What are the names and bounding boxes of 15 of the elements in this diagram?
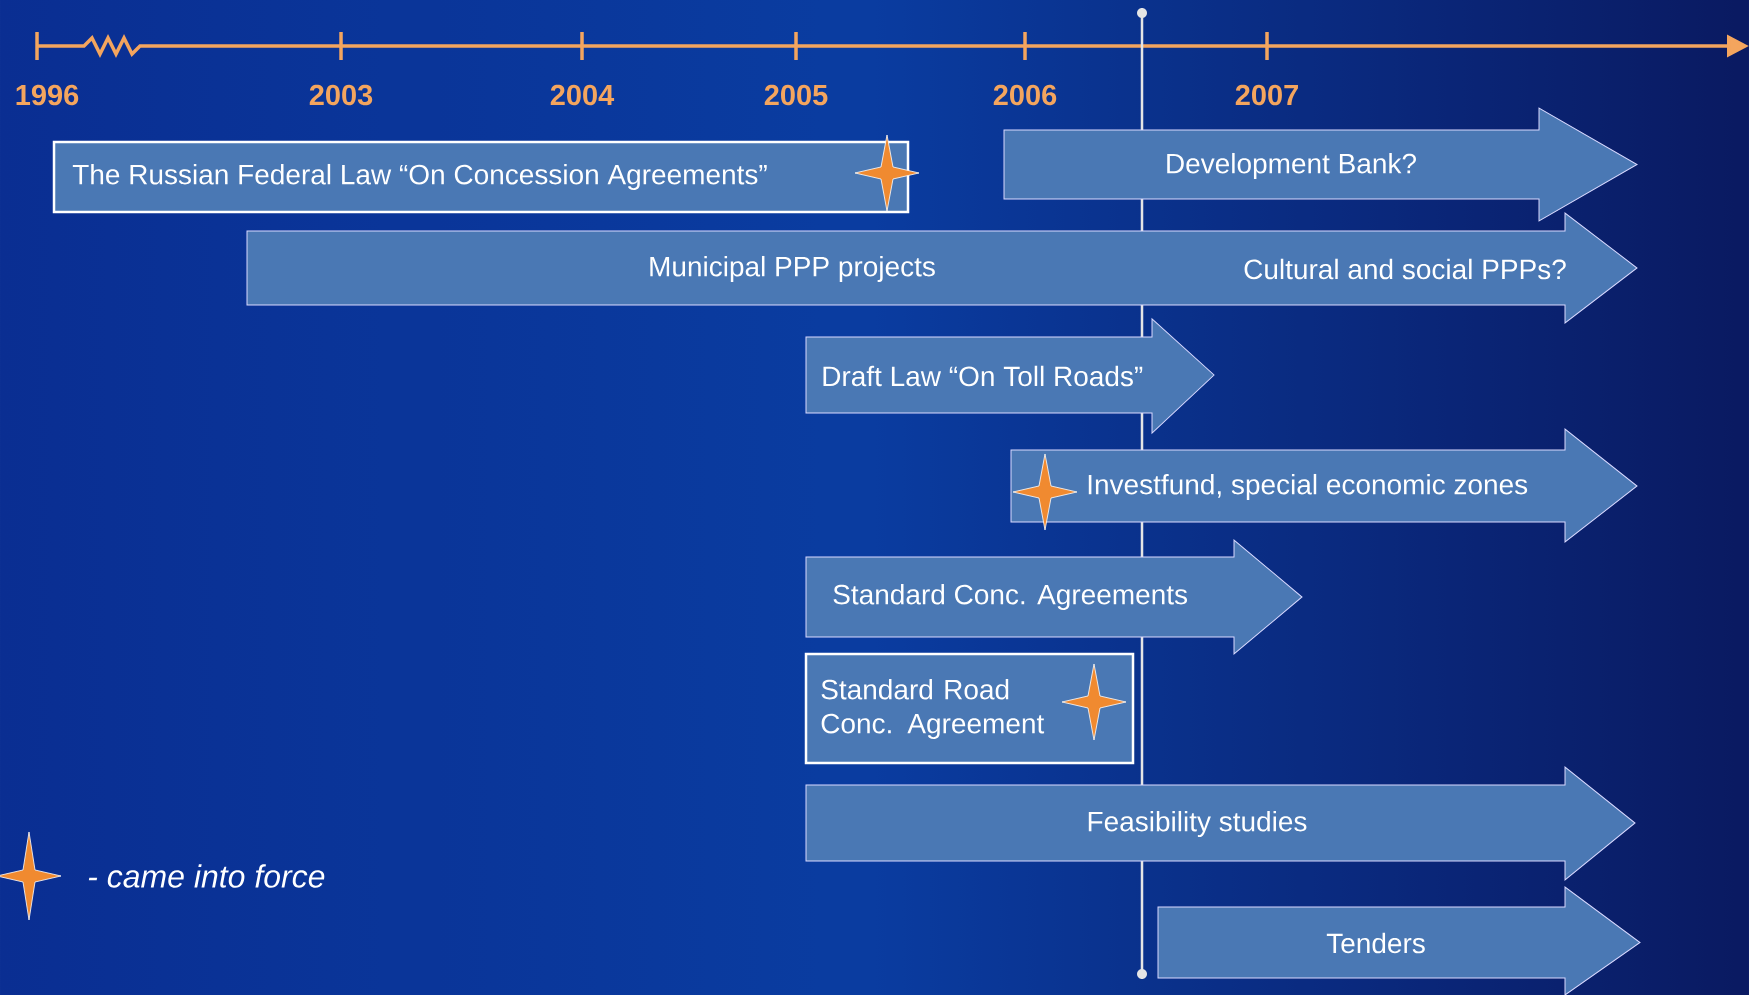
label-text: Draft Law “On Toll Roads”	[823, 365, 1143, 387]
label-text: Cultural and social PPPs?	[1244, 258, 1566, 280]
label-text: Municipal PPP projects	[650, 255, 935, 283]
label-text: Tenders	[1326, 932, 1425, 954]
label-text: The Russian Federal Law “On Concession Agreements”	[72, 163, 767, 191]
label-text: Investfund, special economic zones	[1088, 473, 1528, 501]
label-text: Standard Conc. Agreements	[833, 583, 1188, 611]
legend-text: - came into force	[88, 864, 325, 888]
label-text: Standard Road Conc. Agreement	[821, 678, 1045, 740]
year-label: 2003	[309, 84, 373, 106]
label-text: Feasibility studies	[1088, 810, 1307, 838]
year-label: 2005	[764, 84, 828, 106]
year-label: 2004	[550, 84, 615, 106]
year-label: 1996	[16, 84, 79, 106]
label-text: Development Bank?	[1167, 152, 1416, 180]
